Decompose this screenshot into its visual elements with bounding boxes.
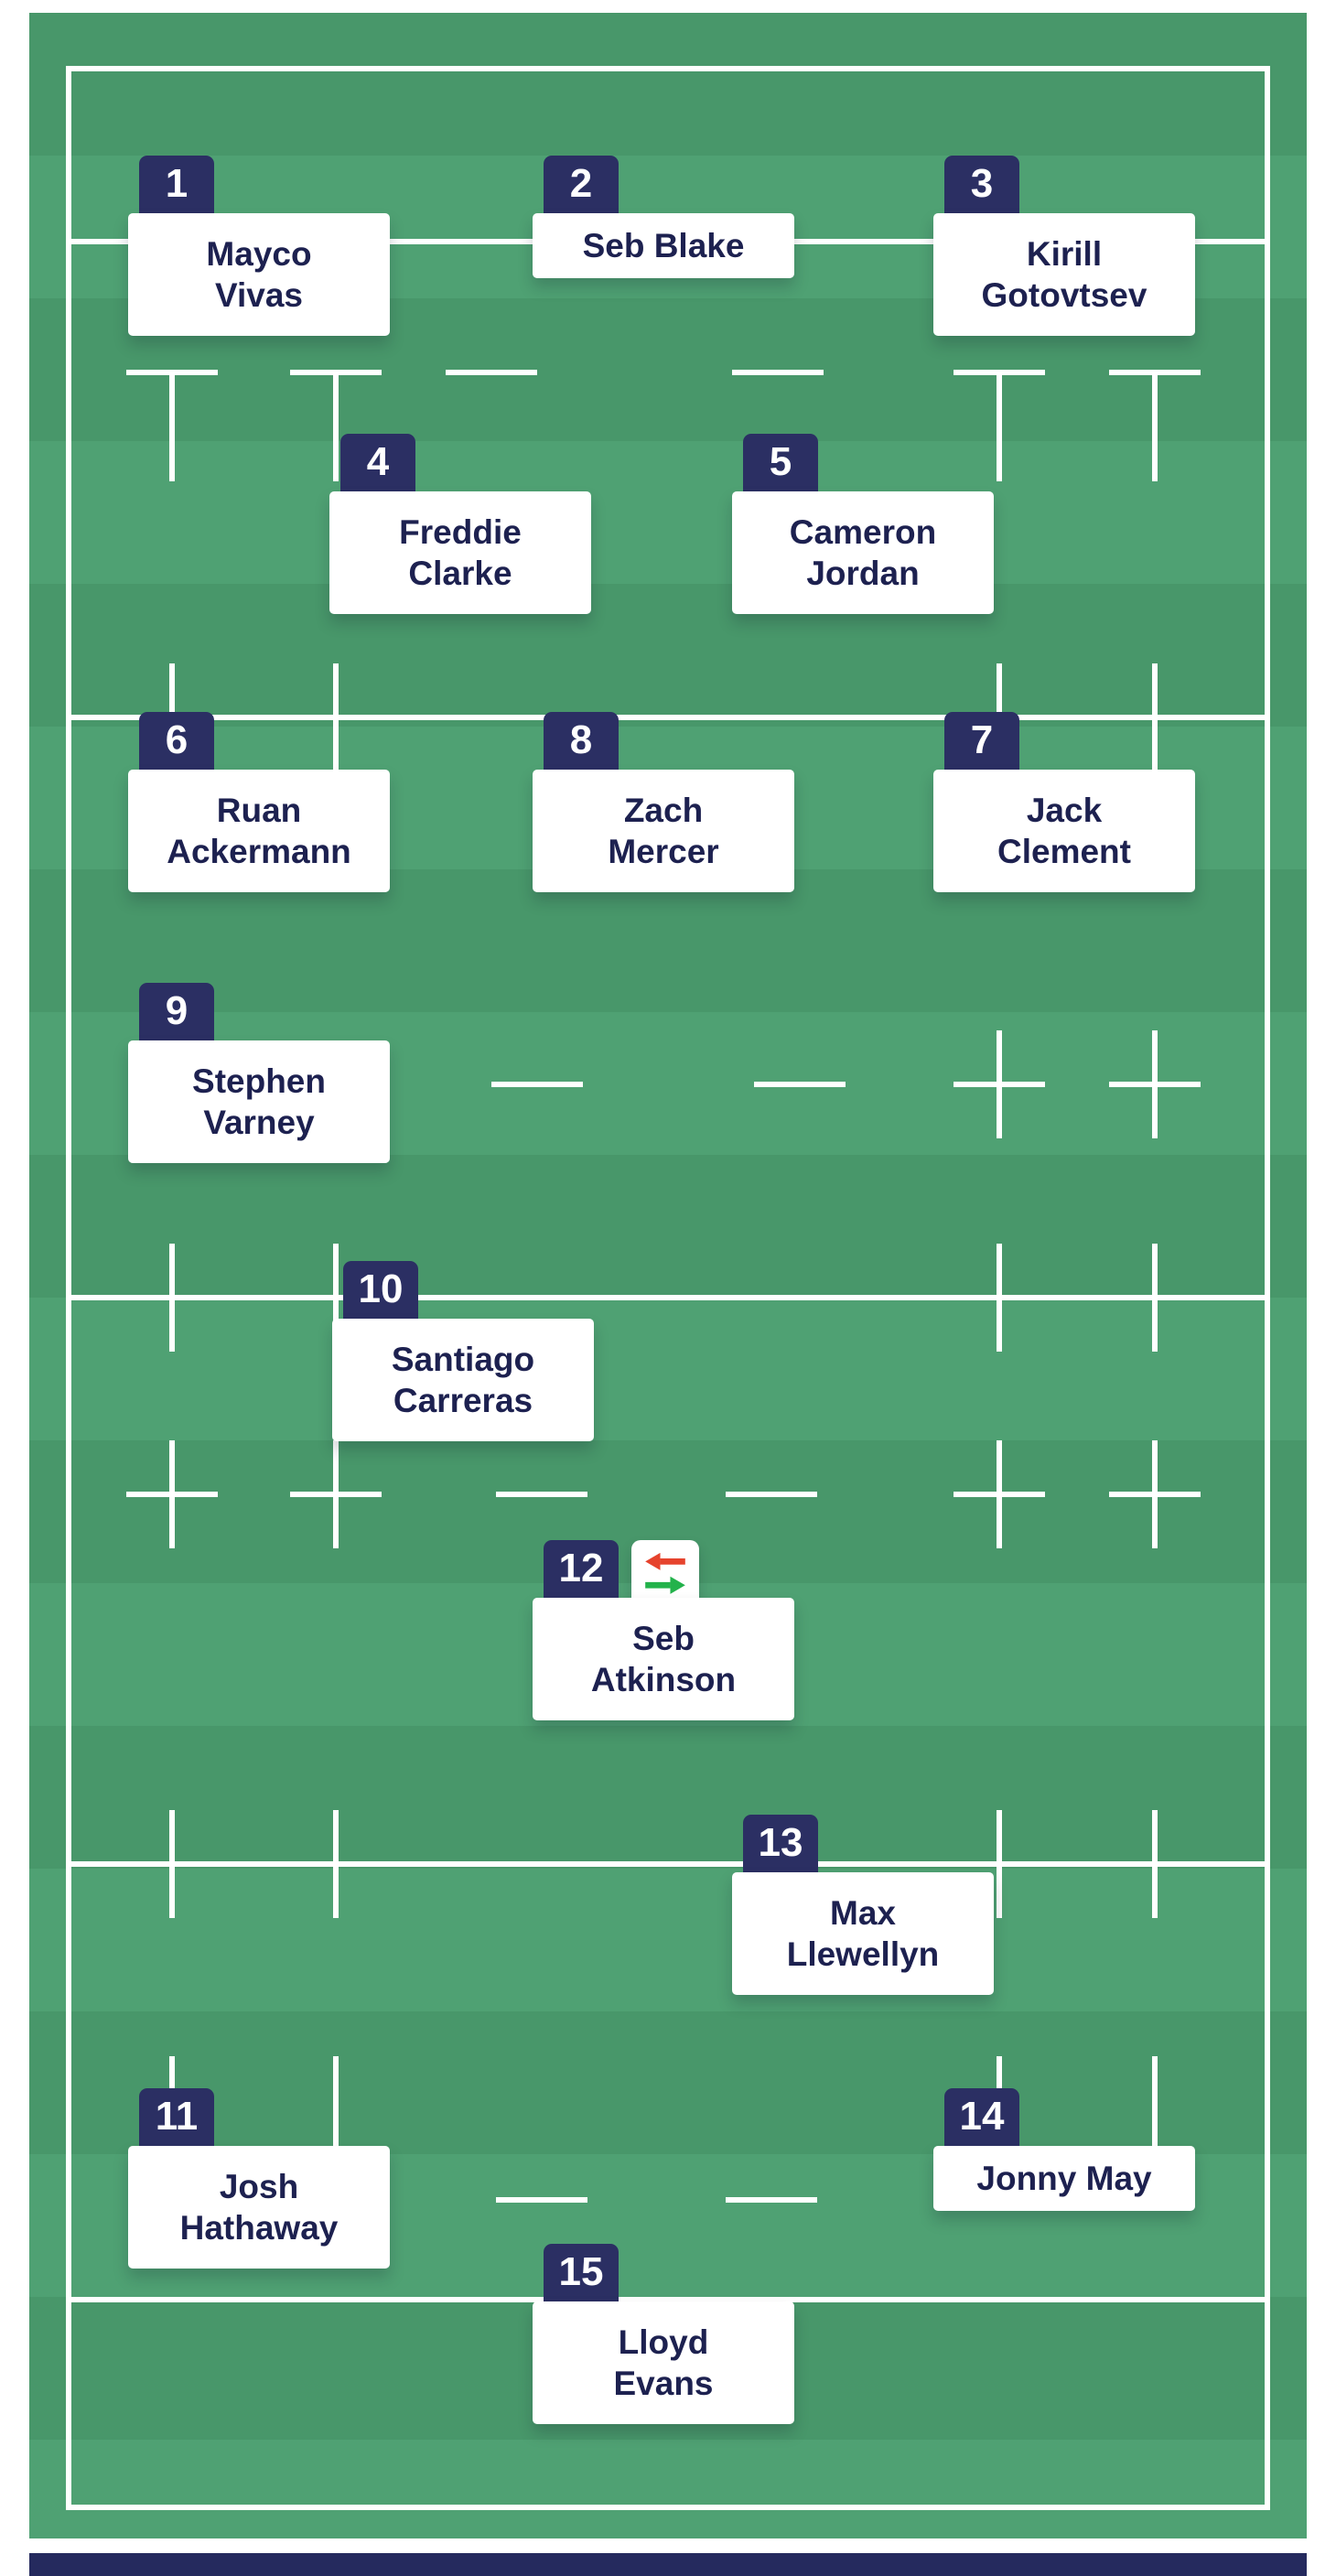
player-name: Seb Blake bbox=[533, 213, 794, 278]
substitution-icon bbox=[631, 1540, 699, 1608]
player-name: Jonny May bbox=[933, 2146, 1195, 2211]
pitch-background bbox=[29, 13, 1307, 2538]
swap-arrows-icon bbox=[645, 1552, 685, 1594]
bottom-section-bar bbox=[29, 2553, 1307, 2576]
pitch-boundary-line bbox=[66, 66, 1270, 2510]
